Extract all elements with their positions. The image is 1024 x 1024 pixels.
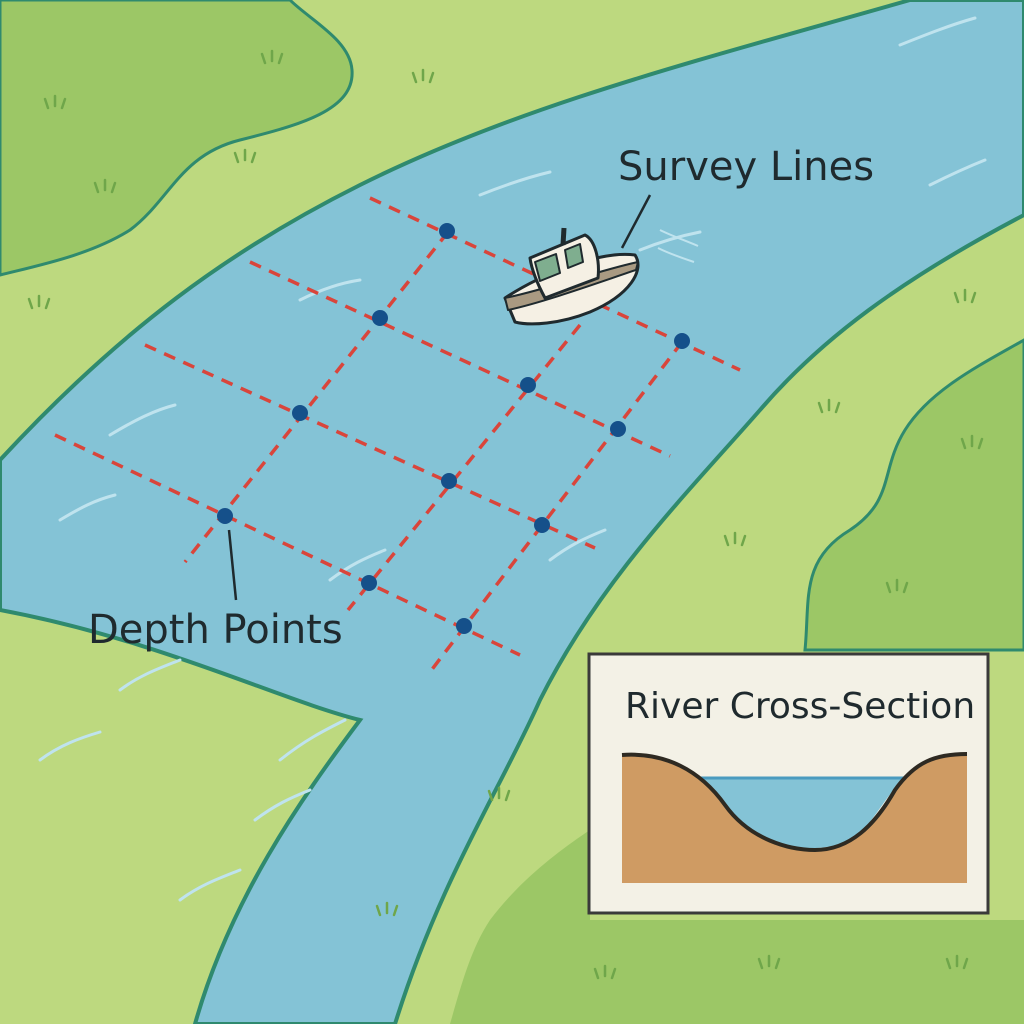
survey-line <box>428 340 684 674</box>
cross-section-title: River Cross-Section <box>625 686 975 727</box>
depth-point <box>292 405 308 421</box>
depth-point <box>441 473 457 489</box>
depth-point <box>534 517 550 533</box>
survey-lines-label: Survey Lines <box>618 144 874 190</box>
cross-section-profile <box>621 752 968 853</box>
dark-grass-right <box>803 338 1024 652</box>
survey-lines-leader <box>620 194 652 249</box>
depth-point <box>674 333 690 349</box>
dark-grass-bottom-right <box>450 830 1024 1024</box>
depth-points-label: Depth Points <box>88 607 343 653</box>
wave-icon <box>38 16 987 902</box>
depth-point <box>217 508 233 524</box>
depth-point <box>361 575 377 591</box>
depth-points <box>217 223 690 634</box>
depth-point <box>610 421 626 437</box>
survey-line <box>54 433 521 657</box>
depth-point <box>372 310 388 326</box>
dark-grass-top-left <box>0 0 354 277</box>
cross-section-inset: River Cross-Section <box>587 652 990 915</box>
depth-point <box>520 377 536 393</box>
survey-boat-icon <box>503 227 699 326</box>
depth-point <box>439 223 455 239</box>
depth-point <box>456 618 472 634</box>
survey-line <box>183 230 450 564</box>
depth-points-leader <box>227 529 238 601</box>
survey-line <box>249 260 671 458</box>
grass-tuft-icon <box>27 49 984 980</box>
